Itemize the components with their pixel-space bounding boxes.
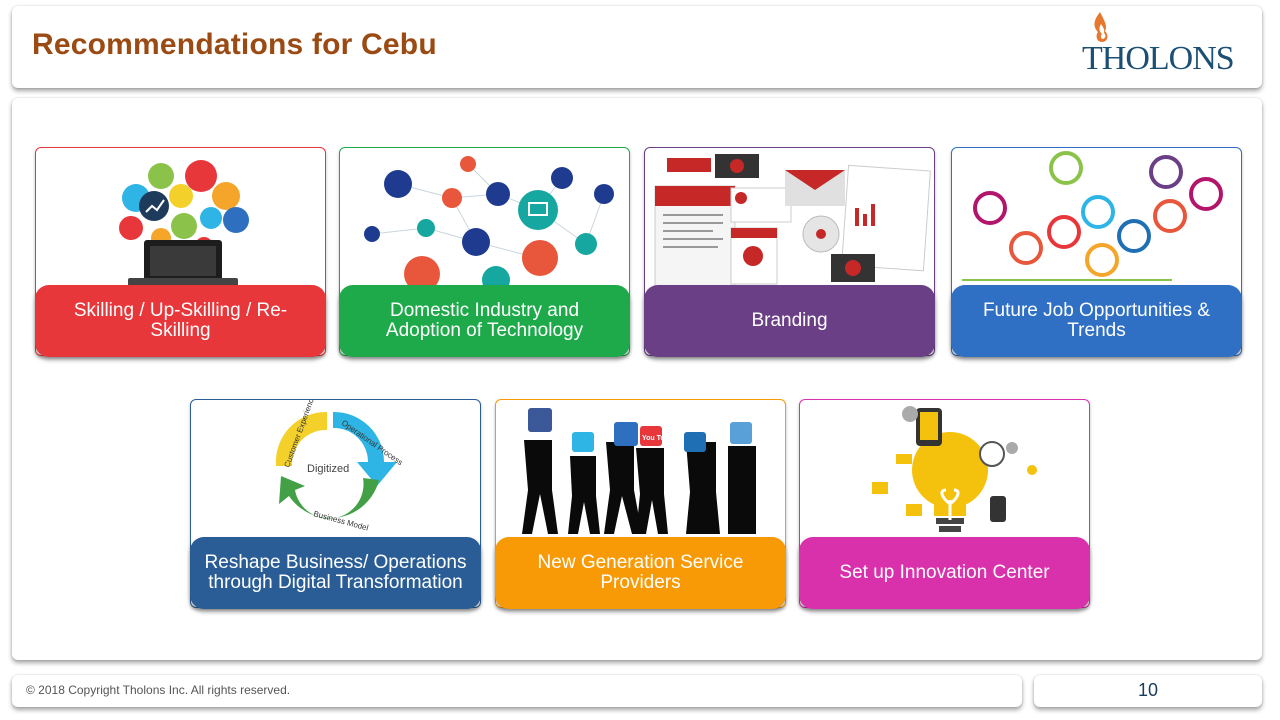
card-label: Reshape Business/ Operations through Dig… [190, 537, 481, 609]
copyright-text: © 2018 Copyright Tholons Inc. All rights… [26, 683, 291, 697]
card-label-text: Branding [751, 310, 828, 331]
page-number: 10 [1137, 680, 1159, 700]
card-domestic-industry[interactable]: Domestic Industry and Adoption of Techno… [339, 147, 630, 357]
card-label-text: New Generation Service Providers [537, 552, 744, 593]
cycle-center-label: Digitized [307, 463, 349, 475]
cycle-segment-label: Business Model [312, 509, 369, 532]
flame-icon [1094, 12, 1108, 42]
card-innovation-center[interactable]: Set up Innovation Center [799, 399, 1090, 609]
card-label-text: Reshape Business/ Operations through Dig… [204, 552, 467, 593]
card-label: Branding [644, 285, 935, 357]
social-media-people-illustration: You Tube [496, 400, 785, 540]
card-label-text: Domestic Industry and Adoption of Techno… [385, 300, 584, 341]
header-bar: Recommendations for Cebu THOLONS [12, 6, 1262, 88]
footer-right: 10 [1034, 675, 1262, 707]
tholons-logo: THOLONS [1082, 10, 1242, 80]
card-digital-transformation[interactable]: Customer Experience Operational Process … [190, 399, 481, 609]
card-label: New Generation Service Providers [495, 537, 786, 609]
card-label: Domestic Industry and Adoption of Techno… [339, 285, 630, 357]
card-future-jobs[interactable]: Future Job Opportunities & Trends [951, 147, 1242, 357]
branding-illustration [645, 148, 934, 288]
card-label-text: Skilling / Up-Skilling / Re-Skilling [73, 300, 288, 341]
card-label-text: Future Job Opportunities & Trends [982, 300, 1211, 341]
card-label: Set up Innovation Center [799, 537, 1090, 609]
card-service-providers[interactable]: You Tube New Generation Service Provider… [495, 399, 786, 609]
future-jobs-diagram [952, 148, 1241, 288]
digitized-cycle-diagram: Customer Experience Operational Process … [191, 400, 480, 540]
logo-text: THOLONS [1082, 40, 1235, 77]
youtube-label: You Tube [642, 435, 673, 442]
page-title: Recommendations for Cebu [32, 28, 437, 61]
skilling-illustration [36, 148, 325, 288]
card-branding[interactable]: Branding [644, 147, 935, 357]
technology-network-illustration [340, 148, 629, 288]
lightbulb-illustration [800, 400, 1089, 540]
card-label-text: Set up Innovation Center [839, 562, 1050, 583]
footer-left: © 2018 Copyright Tholons Inc. All rights… [12, 675, 1022, 707]
card-skilling[interactable]: Skilling / Up-Skilling / Re-Skilling [35, 147, 326, 357]
card-label: Skilling / Up-Skilling / Re-Skilling [35, 285, 326, 357]
card-label: Future Job Opportunities & Trends [951, 285, 1242, 357]
